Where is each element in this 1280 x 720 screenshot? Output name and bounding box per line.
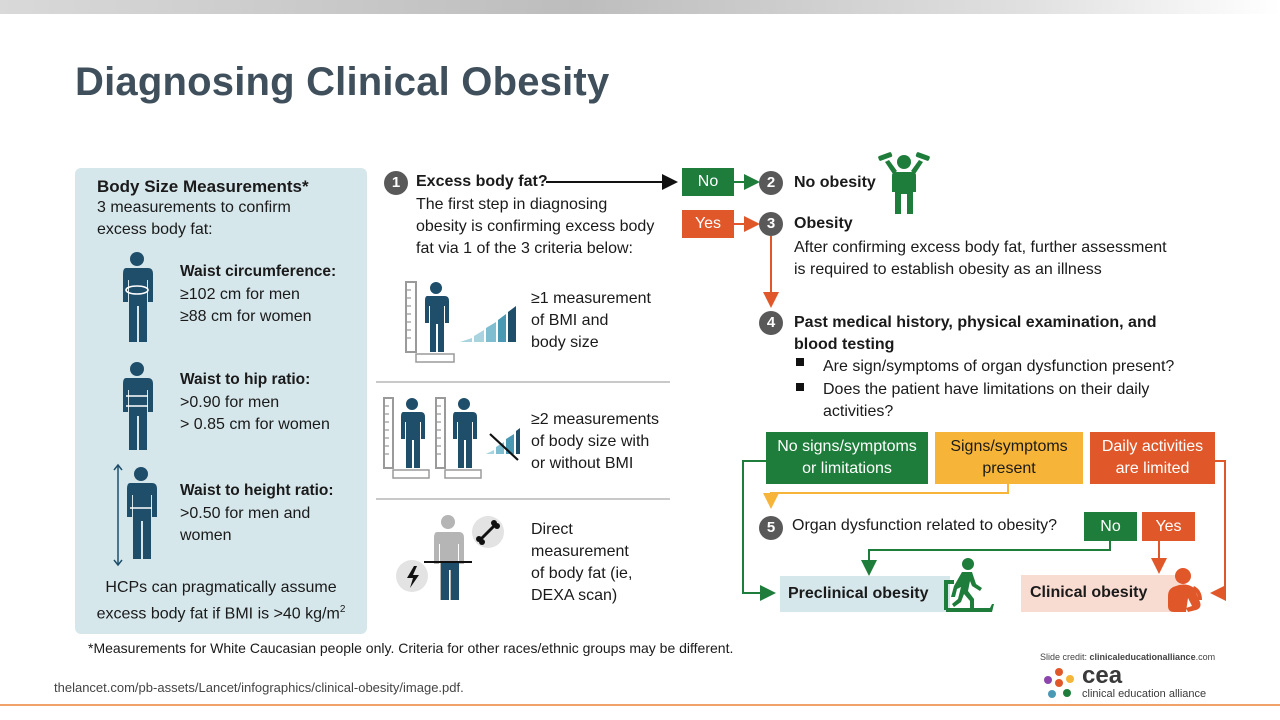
weightlifter-icon — [878, 152, 930, 214]
cea-logo-word: cea — [1082, 662, 1123, 689]
measure-1-line2: ≥88 cm for women — [180, 308, 312, 325]
measure-1-heading: Waist circumference: — [180, 263, 337, 280]
criterion-1-line1: ≥1 measurement — [531, 290, 651, 307]
signs-present-line1: Signs/symptoms — [950, 438, 1068, 455]
measure-2-line1: >0.90 for men — [180, 394, 280, 411]
criterion-3-line1: Direct — [531, 521, 573, 538]
distressed-person-icon — [1168, 568, 1202, 612]
preclinical-box — [780, 576, 950, 612]
step-4-badge: 4 — [759, 311, 783, 335]
top-gradient-bar — [0, 0, 1280, 14]
daily-limited-line2: are limited — [1115, 460, 1190, 477]
panel-note-line2: excess body fat if BMI is >40 kg/m2 — [96, 604, 346, 623]
step-4-label-line1: Past medical history, physical examinati… — [794, 314, 1157, 331]
step-1-question: Excess body fat? — [416, 173, 548, 190]
step-4-bullet-2-line1: Does the patient have limitations on the… — [823, 381, 1150, 398]
criterion-3-line3: of body fat (ie, — [531, 565, 633, 582]
criterion-2-line1: ≥2 measurements — [531, 411, 659, 428]
step-3-desc-line1: After confirming excess body fat, furthe… — [794, 239, 1167, 256]
step-2-badge: 2 — [759, 171, 783, 195]
no-signs-box: No signs/symptoms or limitations — [766, 432, 928, 484]
measure-1-line1: ≥102 cm for men — [180, 286, 300, 303]
measure-3-line1: >0.50 for men and — [180, 505, 311, 522]
decision-no-box: No — [682, 168, 734, 196]
criterion-3-line4: DEXA scan) — [531, 587, 618, 604]
criterion-3-line2: measurement — [531, 543, 629, 560]
step-1-desc-line3: fat via 1 of the 3 criteria below: — [416, 240, 633, 257]
step-4-bullet-1: Are sign/symptoms of organ dysfunction p… — [823, 358, 1175, 375]
criterion-1-line2: of BMI and — [531, 312, 609, 329]
measure-2-line2: > 0.85 cm for women — [180, 416, 330, 433]
step-5-no-box: No — [1084, 512, 1137, 541]
step-3-badge: 3 — [759, 212, 783, 236]
slide-credit: Slide credit: clinicaleducationalliance.… — [1040, 652, 1216, 662]
source-citation: thelancet.com/pb-assets/Lancet/infograph… — [54, 680, 464, 695]
treadmill-icon — [944, 558, 994, 612]
criterion-1-line3: body size — [531, 334, 599, 351]
dexa-scan-icon — [396, 515, 504, 600]
panel-note-line1: HCPs can pragmatically assume — [105, 579, 337, 596]
bmi-body-size-icon — [405, 281, 516, 363]
step-5-label: Organ dysfunction related to obesity? — [792, 517, 1058, 534]
criterion-2-line2: of body size with — [531, 433, 650, 450]
step-3-label: Obesity — [794, 215, 853, 232]
step-3-desc-line2: is required to establish obesity as an i… — [794, 261, 1102, 278]
footnote: *Measurements for White Caucasian people… — [88, 640, 734, 656]
cea-logo-subtitle: clinical education alliance — [1082, 688, 1207, 700]
clinical-label: Clinical obesity — [1030, 584, 1148, 601]
bullet-square — [796, 383, 804, 391]
two-body-measure-icon — [383, 397, 520, 479]
no-signs-line2: or limitations — [802, 460, 892, 477]
decision-yes-box: Yes — [682, 210, 734, 238]
step-1-desc-line2: obesity is confirming excess body — [416, 218, 655, 235]
step-1-badge: 1 — [384, 171, 408, 195]
bullet-square — [796, 358, 804, 366]
step-5-badge: 5 — [759, 516, 783, 540]
measure-3-line2: women — [180, 527, 232, 544]
step-4-label-line2: blood testing — [794, 336, 895, 353]
page-title: Diagnosing Clinical Obesity — [75, 60, 610, 104]
daily-limited-line1: Daily activities — [1101, 438, 1204, 455]
panel-intro: 3 measurements to confirm excess body fa… — [97, 199, 291, 238]
daily-limited-box: Daily activities are limited — [1090, 432, 1215, 484]
panel-heading: Body Size Measurements* — [97, 177, 309, 196]
signs-present-box: Signs/symptoms present — [935, 432, 1083, 484]
cea-logo-icon — [1044, 668, 1074, 698]
body-height-icon — [113, 463, 157, 567]
step-1-desc-line1: The first step in diagnosing — [416, 196, 608, 213]
step-4-bullet-2-line2: activities? — [823, 403, 894, 420]
body-hip-icon — [123, 362, 153, 450]
clinical-box — [1021, 575, 1180, 612]
step-2-label: No obesity — [794, 174, 876, 191]
signs-present-line2: present — [982, 460, 1036, 477]
measure-2-heading: Waist to hip ratio: — [180, 371, 311, 388]
step-5-yes-box: Yes — [1142, 512, 1195, 541]
no-signs-line1: No signs/symptoms — [777, 438, 917, 455]
criteria-divider-1 — [376, 381, 670, 383]
body-waist-icon — [123, 252, 153, 342]
preclinical-label: Preclinical obesity — [788, 585, 929, 602]
footer-line — [0, 704, 1280, 706]
criterion-2-line3: or without BMI — [531, 455, 634, 472]
criteria-divider-2 — [376, 498, 670, 500]
measure-3-heading: Waist to height ratio: — [180, 482, 334, 499]
